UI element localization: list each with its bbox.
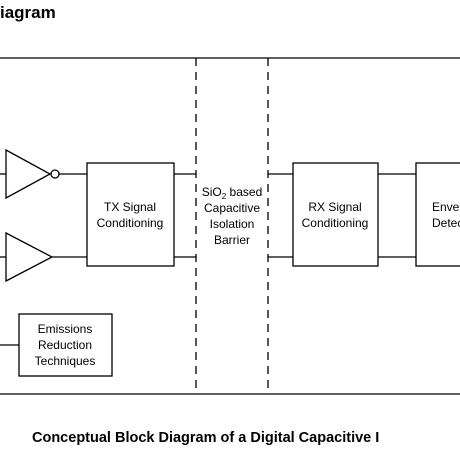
barrier-label-line3: Isolation: [210, 217, 255, 231]
rx-block-label-line2: Conditioning: [302, 216, 369, 230]
barrier-label-line2: Capacitive: [204, 201, 260, 215]
tx-block-label-line1: TX Signal: [104, 200, 156, 214]
envelope-block-label-line2: Detec: [432, 216, 460, 230]
diagram-heading: iagram: [0, 3, 56, 22]
buffer-icon: [0, 231, 54, 283]
inverting-buffer-icon: [0, 148, 60, 200]
envelope-detection-block: [415, 162, 460, 267]
emissions-block-label-line2: Reduction: [38, 338, 92, 352]
emissions-block-label-line3: Techniques: [35, 354, 96, 368]
emissions-reduction-block: [18, 313, 113, 377]
diagram-caption: Conceptual Block Diagram of a Digital Ca…: [32, 430, 380, 446]
envelope-block-label-line1: Enve: [432, 200, 460, 214]
tx-block-label-line2: Conditioning: [97, 216, 164, 230]
emissions-block-label-line1: Emissions: [38, 322, 93, 336]
barrier-label-line1: SiO2 based: [202, 185, 263, 201]
tx-signal-conditioning-block: [86, 162, 175, 267]
rx-signal-conditioning-block: [292, 162, 379, 267]
barrier-label-line4: Barrier: [214, 233, 250, 247]
rx-block-label-line1: RX Signal: [308, 200, 361, 214]
